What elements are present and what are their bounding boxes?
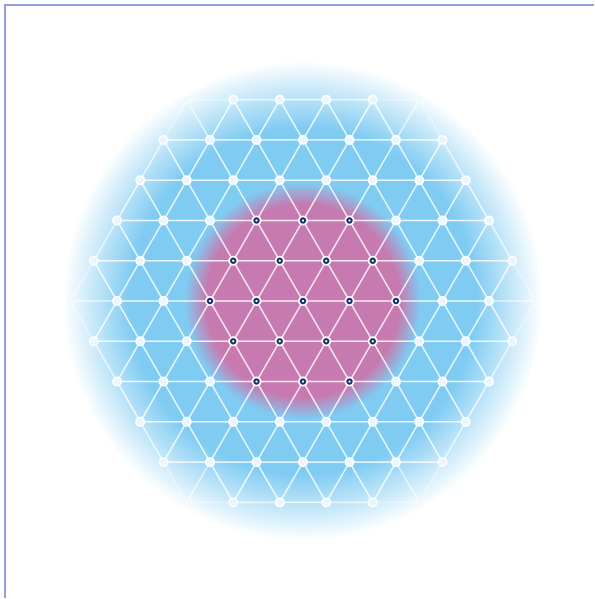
lattice-node bbox=[485, 297, 493, 305]
lattice-node bbox=[183, 498, 191, 506]
lattice-node bbox=[275, 336, 285, 346]
lattice-node bbox=[183, 337, 191, 345]
lattice-node bbox=[368, 336, 378, 346]
lattice-node bbox=[159, 136, 167, 144]
lattice-node bbox=[392, 216, 400, 224]
lattice-node bbox=[159, 297, 167, 305]
lattice-node bbox=[159, 377, 167, 385]
lattice-node bbox=[276, 418, 284, 426]
lattice-node bbox=[531, 297, 539, 305]
lattice-node bbox=[113, 297, 121, 305]
lattice-node bbox=[276, 176, 284, 184]
lattice-node bbox=[229, 418, 237, 426]
lattice-node bbox=[252, 458, 260, 466]
lattice-node bbox=[229, 95, 237, 103]
lattice-node bbox=[415, 95, 423, 103]
lattice-node bbox=[183, 95, 191, 103]
lattice-node bbox=[438, 458, 446, 466]
lattice-node bbox=[438, 136, 446, 144]
lattice-node bbox=[392, 377, 400, 385]
lattice-node bbox=[159, 216, 167, 224]
lattice-node bbox=[136, 418, 144, 426]
lattice-node bbox=[252, 215, 262, 225]
lattice-node bbox=[229, 176, 237, 184]
lattice-node bbox=[415, 498, 423, 506]
lattice-node bbox=[369, 95, 377, 103]
lattice-node bbox=[322, 418, 330, 426]
lattice-node bbox=[462, 337, 470, 345]
lattice-node bbox=[299, 136, 307, 144]
lattice-node bbox=[229, 498, 237, 506]
lattice-node bbox=[438, 377, 446, 385]
lattice-node bbox=[206, 136, 214, 144]
lattice-node bbox=[415, 418, 423, 426]
lattice-node bbox=[438, 216, 446, 224]
lattice-node bbox=[159, 458, 167, 466]
lattice-node bbox=[321, 256, 331, 266]
lattice-node bbox=[345, 377, 355, 387]
lattice-node bbox=[322, 498, 330, 506]
lattice-node bbox=[298, 215, 308, 225]
lattice-node bbox=[368, 256, 378, 266]
lattice-node bbox=[298, 377, 308, 387]
lattice-node bbox=[90, 337, 98, 345]
lattice-node bbox=[391, 296, 401, 306]
lattice-node bbox=[206, 377, 214, 385]
lattice-node bbox=[113, 377, 121, 385]
lattice-node bbox=[345, 215, 355, 225]
lattice-node bbox=[228, 336, 238, 346]
lattice-node bbox=[462, 257, 470, 265]
lattice-node bbox=[183, 176, 191, 184]
lattice-node bbox=[299, 458, 307, 466]
lattice-node bbox=[252, 377, 262, 387]
lattice-node bbox=[392, 136, 400, 144]
lattice-node bbox=[205, 296, 215, 306]
lattice-node bbox=[321, 336, 331, 346]
lattice-node bbox=[183, 257, 191, 265]
lattice-node bbox=[228, 256, 238, 266]
lattice-node bbox=[66, 297, 74, 305]
lattice-node bbox=[462, 418, 470, 426]
lattice-node bbox=[485, 377, 493, 385]
lattice-node bbox=[276, 498, 284, 506]
lattice-node bbox=[252, 296, 262, 306]
lattice-node bbox=[113, 216, 121, 224]
lattice-node bbox=[415, 176, 423, 184]
lattice-node bbox=[136, 176, 144, 184]
lattice-node bbox=[369, 418, 377, 426]
lattice-node bbox=[438, 297, 446, 305]
lattice-node bbox=[485, 216, 493, 224]
lattice-node bbox=[298, 296, 308, 306]
lattice-node bbox=[183, 418, 191, 426]
lattice-node bbox=[136, 337, 144, 345]
lattice-node bbox=[322, 176, 330, 184]
lattice-node bbox=[345, 296, 355, 306]
lattice-node bbox=[322, 95, 330, 103]
lattice-node bbox=[415, 337, 423, 345]
lattice-node bbox=[508, 337, 516, 345]
lattice-node bbox=[345, 458, 353, 466]
lattice-node bbox=[369, 498, 377, 506]
lattice-node bbox=[252, 136, 260, 144]
lattice-node bbox=[136, 257, 144, 265]
lattice-node bbox=[206, 458, 214, 466]
lattice-node bbox=[415, 257, 423, 265]
lattice-node bbox=[369, 176, 377, 184]
lattice-node bbox=[508, 257, 516, 265]
lattice-node bbox=[206, 216, 214, 224]
lattice-node bbox=[276, 95, 284, 103]
lattice-node bbox=[90, 257, 98, 265]
lattice-node bbox=[462, 176, 470, 184]
lattice-node bbox=[275, 256, 285, 266]
lattice-node bbox=[345, 136, 353, 144]
lattice-node bbox=[392, 458, 400, 466]
